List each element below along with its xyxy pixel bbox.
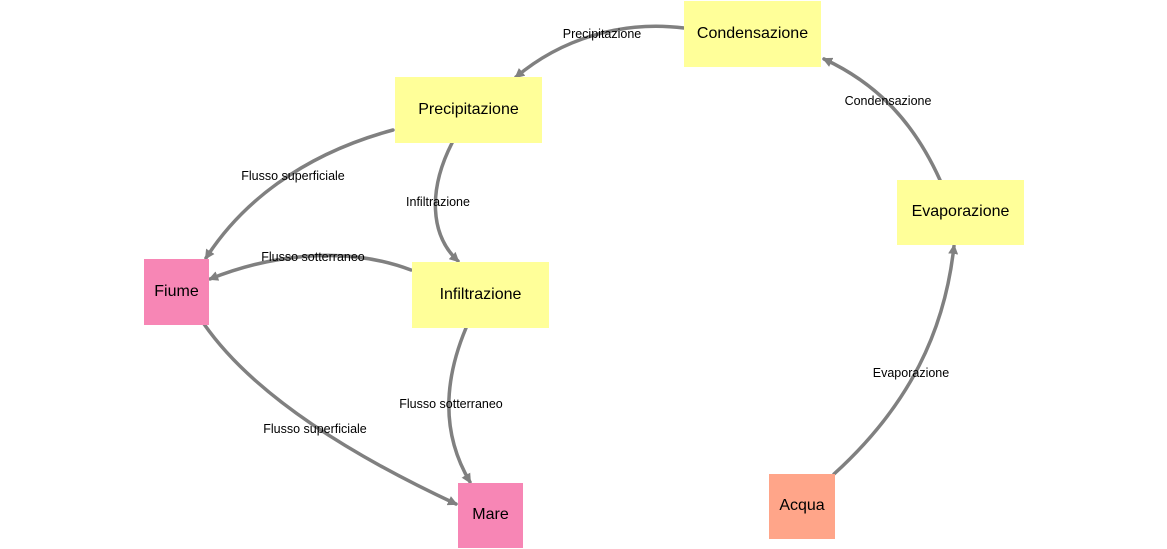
edge-label-evaporazione-condensazione: Condensazione: [845, 94, 932, 108]
node-label-precipitazione: Precipitazione: [418, 101, 519, 118]
edge-infiltrazione-mare[interactable]: [446, 326, 472, 484]
edge-label-infiltrazione-fiume: Flusso sotterraneo: [261, 250, 365, 264]
node-evaporazione[interactable]: Evaporazione: [897, 180, 1024, 245]
node-condensazione[interactable]: Condensazione: [684, 1, 821, 67]
edge-label-condensazione-precipitazione: Precipitazione: [563, 27, 642, 41]
edge-acqua-evaporazione[interactable]: [832, 244, 959, 476]
edge-label-acqua-evaporazione: Evaporazione: [873, 366, 949, 380]
node-acqua[interactable]: Acqua: [769, 474, 835, 539]
edge-label-precipitazione-fiume: Flusso superficiale: [241, 169, 345, 183]
node-label-condensazione: Condensazione: [697, 25, 808, 42]
edges: [202, 24, 959, 506]
edge-fiume-mare[interactable]: [202, 322, 458, 506]
node-label-infiltrazione: Infiltrazione: [440, 286, 522, 303]
node-label-mare: Mare: [472, 506, 509, 523]
edge-precipitazione-infiltrazione[interactable]: [433, 141, 460, 263]
node-precipitazione[interactable]: Precipitazione: [395, 77, 542, 143]
edge-label-infiltrazione-mare: Flusso sotterraneo: [399, 397, 503, 411]
edge-labels: Precipitazione Condensazione Evaporazion…: [241, 27, 949, 436]
node-mare[interactable]: Mare: [458, 483, 523, 548]
node-infiltrazione[interactable]: Infiltrazione: [412, 262, 549, 328]
edge-label-fiume-mare: Flusso superficiale: [263, 422, 367, 436]
edge-label-precipitazione-infiltrazione: Infiltrazione: [406, 195, 470, 209]
edge-precipitazione-fiume[interactable]: [204, 128, 395, 260]
node-label-acqua: Acqua: [779, 497, 824, 514]
edge-infiltrazione-fiume[interactable]: [208, 253, 413, 281]
node-label-evaporazione: Evaporazione: [912, 203, 1010, 220]
edge-evaporazione-condensazione[interactable]: [822, 57, 942, 182]
edge-condensazione-precipitazione[interactable]: [514, 24, 686, 79]
node-label-fiume: Fiume: [154, 283, 199, 300]
node-fiume[interactable]: Fiume: [144, 259, 209, 325]
